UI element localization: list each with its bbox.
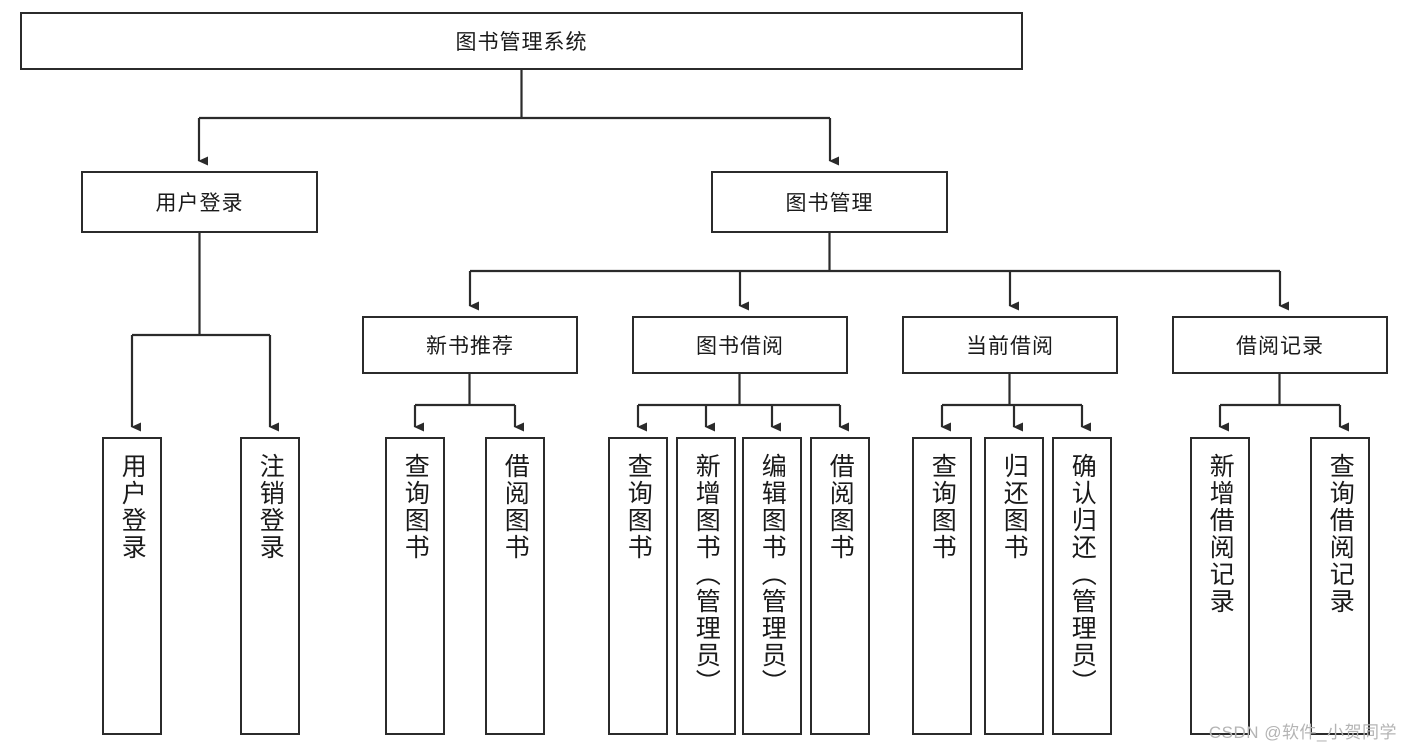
leaf-node[interactable]: 新增借阅记录 bbox=[1190, 437, 1250, 735]
leaf-node-label: 新增借阅记录 bbox=[1206, 453, 1235, 615]
node-book-borrow[interactable]: 图书借阅 bbox=[632, 316, 848, 374]
node-user-login[interactable]: 用户登录 bbox=[81, 171, 318, 233]
leaf-node-label: 借阅图书 bbox=[501, 453, 530, 561]
leaf-node[interactable]: 查询借阅记录 bbox=[1310, 437, 1370, 735]
leaf-node[interactable]: 查询图书 bbox=[912, 437, 972, 735]
leaf-node-label: 查询图书 bbox=[401, 453, 430, 561]
leaf-node-label: 查询图书 bbox=[928, 453, 957, 561]
node-book-manage-label: 图书管理 bbox=[785, 192, 874, 215]
node-borrow-record-label: 借阅记录 bbox=[1236, 335, 1324, 358]
node-book-borrow-label: 图书借阅 bbox=[696, 335, 784, 358]
leaf-node[interactable]: 借阅图书 bbox=[810, 437, 870, 735]
leaf-node-label: 查询图书 bbox=[624, 453, 653, 561]
node-current-borrow-label: 当前借阅 bbox=[966, 335, 1054, 358]
leaf-node[interactable]: 用户登录 bbox=[102, 437, 162, 735]
leaf-node[interactable]: 归还图书 bbox=[984, 437, 1044, 735]
leaf-node[interactable]: 注销登录 bbox=[240, 437, 300, 735]
leaf-node-label: 借阅图书 bbox=[826, 453, 855, 561]
node-root-label: 图书管理系统 bbox=[455, 31, 588, 54]
leaf-node-label: 归还图书 bbox=[1000, 453, 1029, 561]
leaf-node-label: 编辑图书（管理员） bbox=[758, 453, 787, 696]
leaf-node-label: 用户登录 bbox=[118, 453, 147, 561]
node-current-borrow[interactable]: 当前借阅 bbox=[902, 316, 1118, 374]
leaf-node[interactable]: 借阅图书 bbox=[485, 437, 545, 735]
leaf-node-label: 确认归还（管理员） bbox=[1068, 453, 1097, 696]
leaf-node-label: 新增图书（管理员） bbox=[692, 453, 721, 696]
leaf-node-label: 注销登录 bbox=[256, 453, 285, 561]
leaf-node[interactable]: 新增图书（管理员） bbox=[676, 437, 736, 735]
node-root[interactable]: 图书管理系统 bbox=[20, 12, 1023, 70]
node-borrow-record[interactable]: 借阅记录 bbox=[1172, 316, 1388, 374]
node-book-manage[interactable]: 图书管理 bbox=[711, 171, 948, 233]
node-user-login-label: 用户登录 bbox=[155, 192, 244, 215]
node-new-book-recommend[interactable]: 新书推荐 bbox=[362, 316, 578, 374]
leaf-node[interactable]: 确认归还（管理员） bbox=[1052, 437, 1112, 735]
node-new-book-recommend-label: 新书推荐 bbox=[426, 335, 514, 358]
csdn-watermark: CSDN @软件_小贺同学 bbox=[1208, 723, 1397, 742]
leaf-node[interactable]: 查询图书 bbox=[608, 437, 668, 735]
leaf-node-label: 查询借阅记录 bbox=[1326, 453, 1355, 615]
leaf-node[interactable]: 查询图书 bbox=[385, 437, 445, 735]
leaf-node[interactable]: 编辑图书（管理员） bbox=[742, 437, 802, 735]
